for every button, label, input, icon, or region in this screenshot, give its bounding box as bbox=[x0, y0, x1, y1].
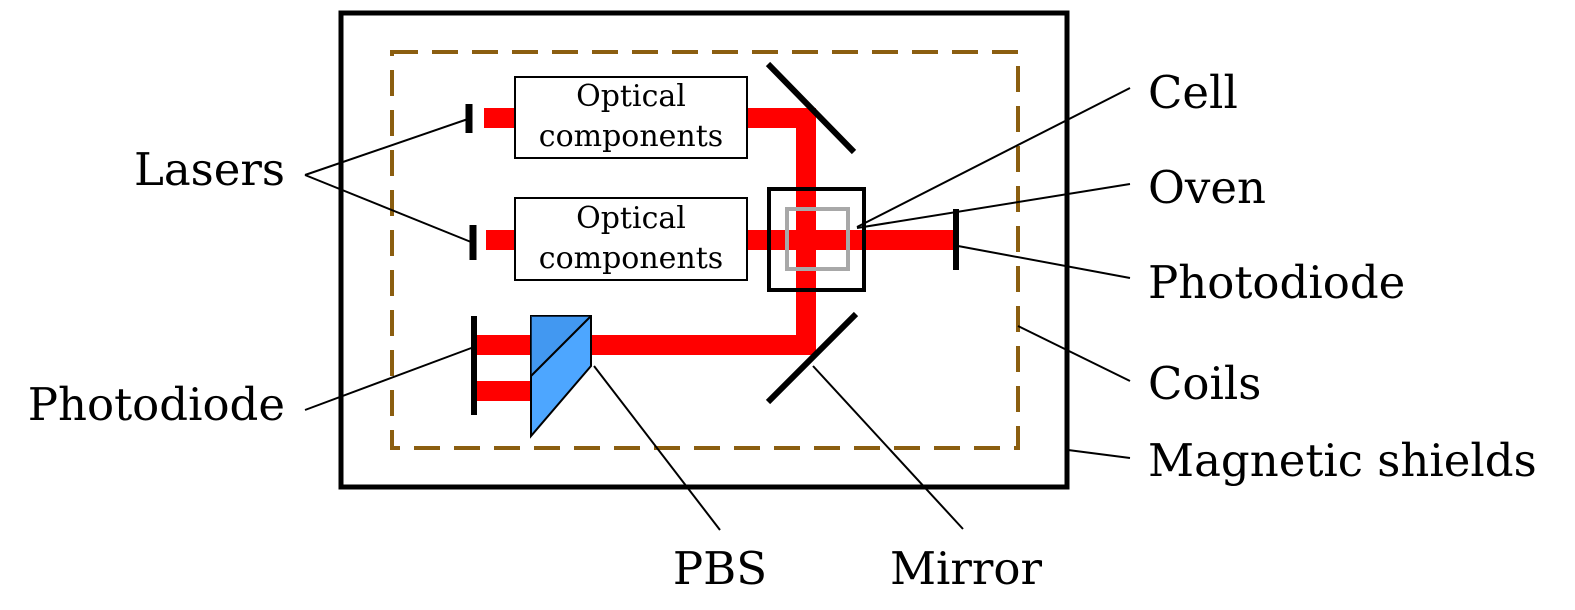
label-cell: Cell bbox=[1148, 66, 1238, 119]
leader-mirror bbox=[812, 365, 964, 530]
optical-components-bottom-line2: components bbox=[539, 241, 723, 276]
oven bbox=[767, 187, 866, 292]
label-lasers: Lasers bbox=[134, 143, 285, 196]
optical-components-bottom-line1: Optical bbox=[576, 201, 686, 236]
optical-components-top-line1: Optical bbox=[576, 79, 686, 114]
label-photodiode-left: Photodiode bbox=[28, 378, 285, 431]
coils-box bbox=[390, 50, 1020, 450]
optical-components-top-line2: components bbox=[539, 119, 723, 154]
label-mirror: Mirror bbox=[890, 542, 1043, 595]
mirror-top bbox=[765, 61, 857, 155]
label-magnetic-shields: Magnetic shields bbox=[1148, 434, 1537, 487]
leader-magnetic-shields bbox=[1067, 449, 1131, 459]
mirror-bottom bbox=[765, 311, 859, 405]
leader-lasers-top bbox=[304, 118, 469, 176]
leader-cell bbox=[856, 87, 1131, 228]
label-photodiode-right: Photodiode bbox=[1148, 256, 1405, 309]
leader-lines bbox=[304, 87, 1131, 531]
label-coils: Coils bbox=[1148, 357, 1261, 410]
magnetic-shield-box bbox=[338, 10, 1070, 490]
optical-components-top: Optical components bbox=[514, 76, 748, 159]
label-pbs: PBS bbox=[673, 542, 767, 595]
optical-components-bottom: Optical components bbox=[514, 197, 748, 281]
leader-lasers-bottom bbox=[304, 174, 472, 243]
laser-beams bbox=[476, 108, 956, 401]
vapor-cell bbox=[785, 207, 850, 271]
pbs-prism bbox=[530, 315, 592, 439]
leader-coils bbox=[1017, 325, 1131, 382]
leader-pbs bbox=[593, 365, 721, 531]
leader-photodiode-left bbox=[304, 346, 475, 411]
label-oven: Oven bbox=[1148, 161, 1266, 214]
leader-photodiode-right bbox=[957, 245, 1131, 279]
leader-oven bbox=[856, 183, 1131, 229]
